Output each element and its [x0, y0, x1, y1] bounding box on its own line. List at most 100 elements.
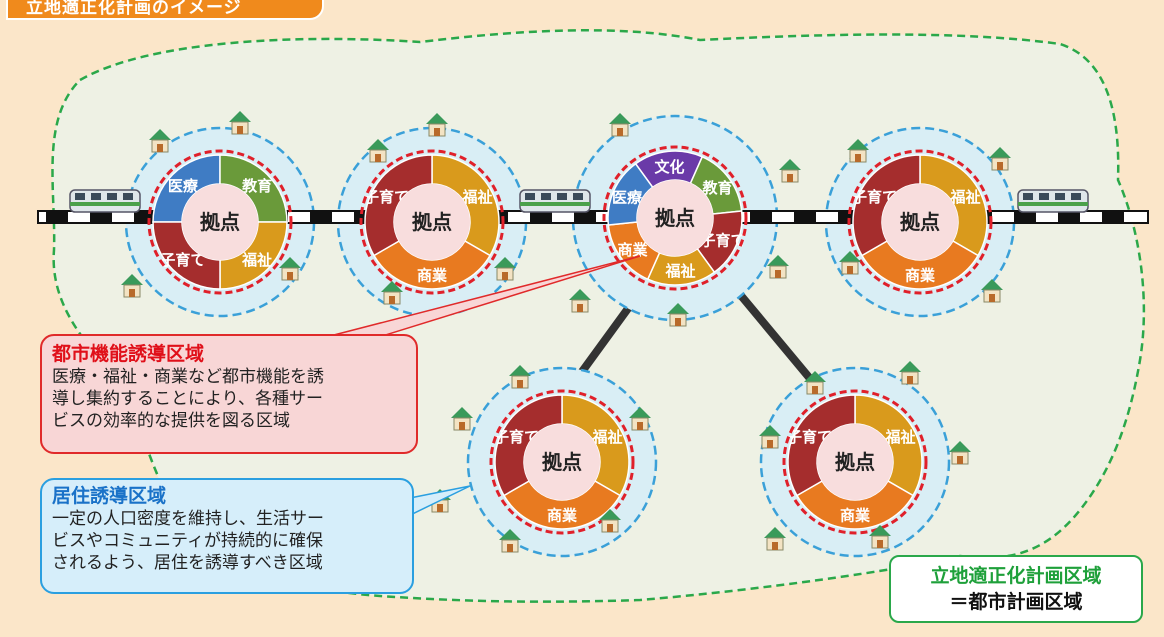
house-icon	[629, 407, 651, 431]
hub-segment-label: 商業	[840, 507, 871, 525]
train-icon	[519, 189, 591, 213]
hub-segment-label: 福祉	[949, 188, 980, 206]
hub-segment-label: 文化	[655, 158, 685, 176]
railway-tie	[574, 212, 596, 222]
urban-function-ring	[602, 145, 748, 291]
house-icon	[279, 257, 301, 281]
railway-tie	[1102, 212, 1124, 222]
hub-segment-label: 子育て	[364, 188, 409, 206]
urban-function-ring	[147, 149, 293, 295]
hub-center	[182, 184, 258, 260]
hub-center	[817, 424, 893, 500]
urban-zone-title: 都市機能誘導区域	[52, 343, 205, 365]
residential-zone-line-3: されるよう、居住を誘導すべき区域	[52, 553, 323, 573]
planning-area-box: 立地適正化計画区域 ＝都市計画区域	[889, 555, 1143, 623]
house-icon	[804, 371, 826, 395]
house-icon	[426, 113, 448, 137]
hub-center-label: 拠点	[412, 210, 452, 234]
urban-function-ring	[359, 149, 505, 295]
railway-tie	[750, 212, 772, 222]
house-icon	[569, 289, 591, 313]
house-icon	[839, 251, 861, 275]
house-icon	[381, 281, 403, 305]
hub-segment-label: 子育て	[494, 428, 539, 446]
hub-segment-label: 福祉	[591, 428, 622, 446]
hub-segment-label: 子育て	[852, 188, 897, 206]
hub-segment-label: 教育	[241, 177, 272, 195]
railway-tie	[1014, 212, 1036, 222]
house-icon	[759, 425, 781, 449]
house-icon	[949, 441, 971, 465]
urban-zone-line-3: ビスの効率的な提供を図る区域	[52, 411, 290, 431]
house-icon	[667, 303, 689, 327]
house-icon	[367, 139, 389, 163]
railway-tie	[46, 212, 68, 222]
urban-function-zone-box: 都市機能誘導区域 医療・福祉・商業など都市機能を誘 導し集約することにより、各種…	[40, 334, 418, 454]
house-icon	[121, 274, 143, 298]
railway-tie	[134, 212, 156, 222]
urban-function-ring	[489, 389, 635, 535]
planning-area-subtitle: ＝都市計画区域	[949, 591, 1083, 613]
house-icon	[599, 509, 621, 533]
house-icon	[149, 129, 171, 153]
house-icon	[451, 407, 473, 431]
house-icon	[989, 147, 1011, 171]
hub-segment-label: 福祉	[241, 251, 272, 269]
urban-zone-line-1: 医療・福祉・商業など都市機能を誘	[52, 367, 324, 387]
urban-zone-line-2: 導し集約することにより、各種サー	[52, 389, 323, 409]
house-icon	[847, 139, 869, 163]
hub-segment-label: 子育て	[700, 231, 745, 249]
hub-segment-label: 商業	[547, 507, 578, 525]
hub-segment-label: 商業	[417, 267, 448, 285]
hub-segment-label: 医療	[612, 189, 643, 207]
hub-center	[524, 424, 600, 500]
railway-tie	[1058, 212, 1080, 222]
railway-tie	[794, 212, 816, 222]
house-icon	[764, 527, 786, 551]
railway-tie	[838, 212, 860, 222]
hub-segment-label: 商業	[905, 267, 936, 285]
hub-segment-label: 医療	[168, 177, 199, 195]
hub-segment-label: 子育て	[160, 251, 205, 269]
urban-function-ring	[847, 149, 993, 295]
hub-segment-label: 商業	[618, 241, 649, 259]
house-icon	[609, 113, 631, 137]
house-icon	[499, 529, 521, 553]
residential-zone-title: 居住誘導区域	[52, 485, 167, 507]
hub-center-label: 拠点	[200, 210, 240, 234]
train-icon	[1017, 189, 1089, 213]
house-icon	[869, 525, 891, 549]
residential-zone-box: 居住誘導区域 一定の人口密度を維持し、生活サー ビスやコミュニティが持続的に確保…	[40, 478, 414, 594]
hub-center-label: 拠点	[655, 206, 695, 230]
hub-center	[637, 180, 713, 256]
hub-center-label: 拠点	[542, 450, 582, 474]
hub-segment-label: 子育て	[787, 428, 832, 446]
residential-zone-line-1: 一定の人口密度を維持し、生活サー	[52, 509, 324, 529]
hub-center	[394, 184, 470, 260]
hub-segment-label: 福祉	[461, 188, 492, 206]
hub-segment-label: 福祉	[664, 262, 695, 280]
house-icon	[899, 361, 921, 385]
hub-center	[882, 184, 958, 260]
page-title: 立地適正化計画のイメージ	[6, 0, 324, 20]
house-icon	[229, 111, 251, 135]
hub-segment-label: 教育	[701, 179, 732, 197]
hub-center-label: 拠点	[900, 210, 940, 234]
hub-segment-label: 福祉	[884, 428, 915, 446]
house-icon	[981, 279, 1003, 303]
house-icon	[779, 159, 801, 183]
hub-center-label: 拠点	[835, 450, 875, 474]
railway-tie	[90, 212, 112, 222]
house-icon	[767, 255, 789, 279]
railway-tie	[310, 212, 332, 222]
urban-function-ring	[782, 389, 928, 535]
planning-area-title: 立地適正化計画区域	[930, 565, 1102, 587]
house-icon	[494, 257, 516, 281]
house-icon	[509, 365, 531, 389]
